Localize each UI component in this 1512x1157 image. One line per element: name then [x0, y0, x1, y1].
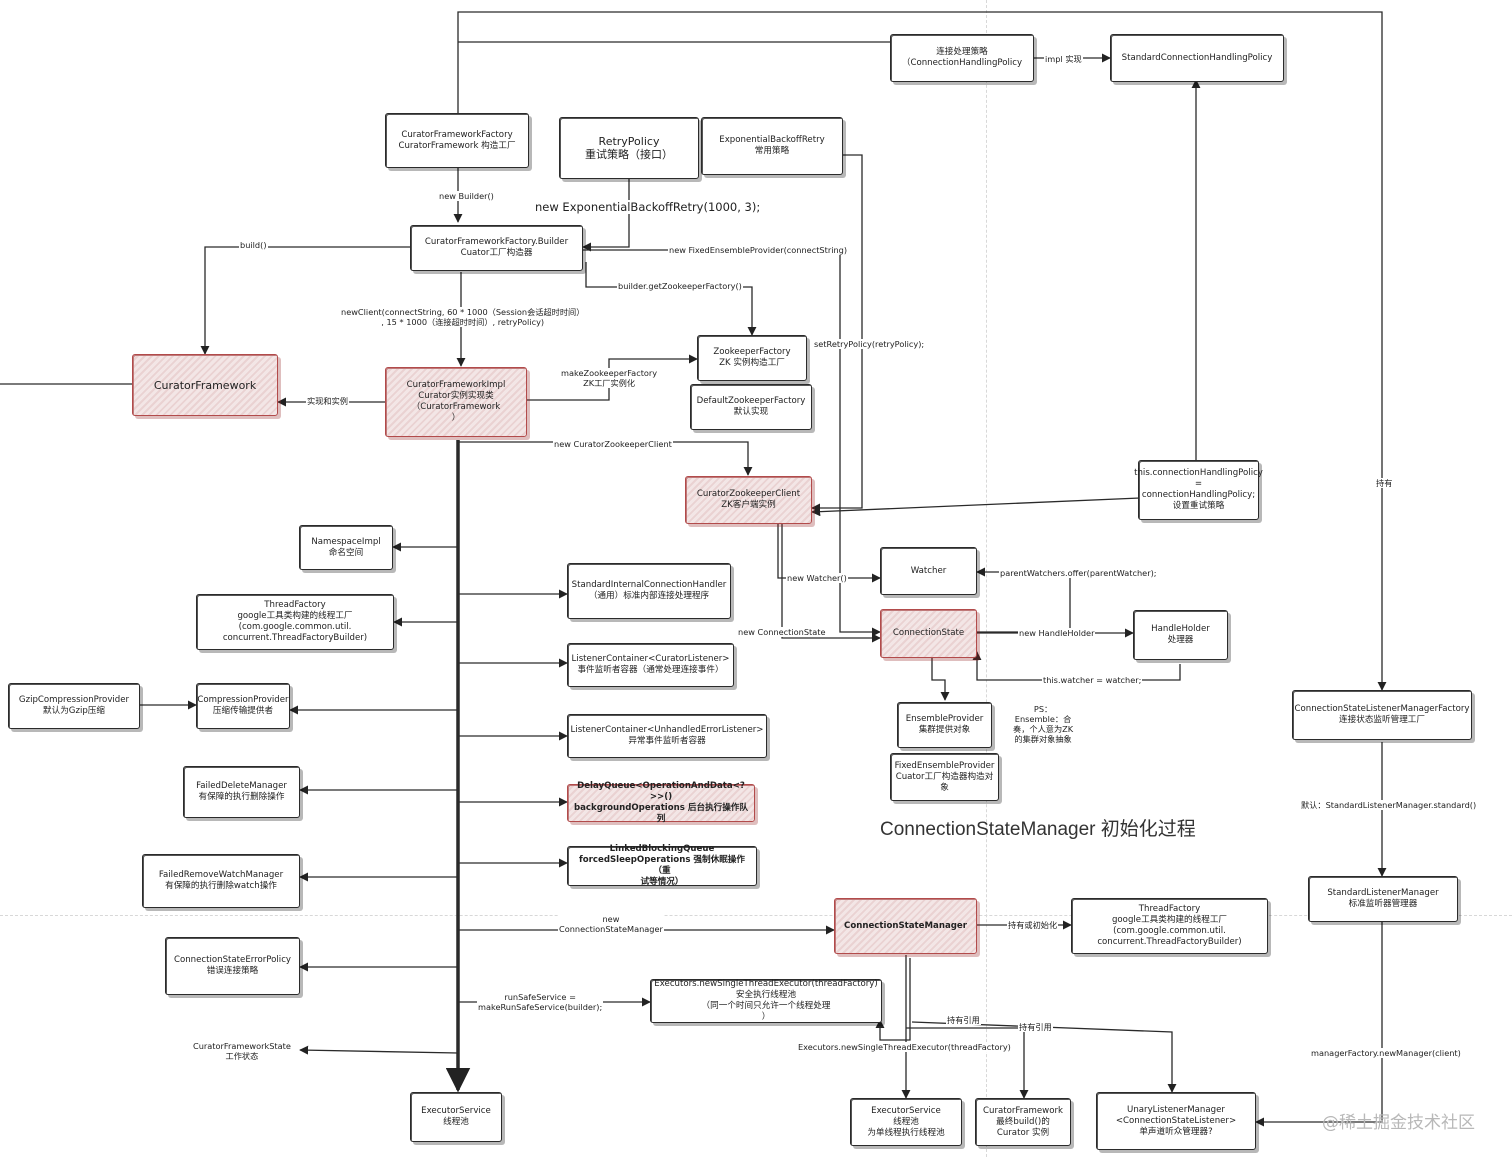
label-impl: impl 实现 — [1044, 54, 1083, 64]
curator-zookeeper-client-box: CuratorZookeeperClient ZK客户端实例 — [685, 476, 812, 524]
wire-std-unary — [1255, 922, 1383, 1127]
wire-csm-hold-1 — [906, 1027, 1029, 1099]
label-new-csm: new ConnectionStateManager — [558, 914, 664, 934]
std-conn-handling-policy-box: StandardConnectionHandlingPolicy — [1110, 34, 1284, 82]
label-hold-ref-1: 持有引用 — [946, 1015, 981, 1025]
guide-line-vertical — [986, 0, 987, 1157]
curator-framework-box: CuratorFramework — [132, 354, 278, 416]
curator-factory-box: CuratorFrameworkFactory CuratorFramework… — [385, 113, 529, 168]
wire-to-cf-state — [299, 1045, 459, 1055]
guide-line-horizontal — [0, 915, 1512, 916]
delay-queue-box: DelayQueue<OperationAndData<?>>() backgr… — [567, 781, 755, 824]
handle-holder-box: HandleHolder 处理器 — [1133, 610, 1228, 660]
gzip-compression-box: GzipCompressionProvider 默认为Gzip压缩 — [8, 683, 140, 729]
wire-build — [200, 246, 410, 355]
label-ps-note: PS： Ensemble：合 奏，个人意为ZK 的集群对象抽象 — [1013, 704, 1074, 744]
wire-new-watcher — [777, 518, 881, 583]
wire-set-retry — [811, 154, 863, 513]
label-impl-instance: 实现和实例 — [306, 396, 349, 406]
label-make-zk-factory: makeZookeeperFactory ZK工厂实例化 — [560, 368, 659, 388]
diagram-heading: ConnectionStateManager 初始化过程 — [880, 819, 1196, 840]
label-new-builder: new Builder() — [438, 191, 495, 201]
failed-delete-manager-box: FailedDeleteManager 有保障的执行删除操作 — [183, 766, 300, 818]
unhandled-error-container-box: ListenerContainer<UnhandledErrorListener… — [567, 714, 767, 758]
connection-state-box: ConnectionState — [880, 609, 977, 658]
conn-state-error-policy-box: ConnectionStateErrorPolicy 错误连接策略 — [165, 937, 300, 995]
exponential-backoff-box: ExponentialBackoffRetry 常用策略 — [701, 117, 843, 175]
label-default-std: 默认：StandardListenerManager.standard() — [1300, 800, 1478, 810]
label-manager-factory: managerFactory.newManager(client) — [1310, 1048, 1462, 1058]
fixed-ensemble-provider-box: FixedEnsembleProvider Cuator工厂构造器构造对 象 — [890, 753, 999, 801]
label-new-single-exec: Executors.newSingleThreadExecutor(thread… — [797, 1042, 1012, 1052]
label-hold: 持有 — [1375, 478, 1394, 488]
cslm-factory-box: ConnectionStateListenerManagerFactory 连接… — [1292, 690, 1472, 740]
label-run-safe: runSafeService = makeRunSafeService(buil… — [477, 992, 604, 1012]
thread-factory-box-2: ThreadFactory google工具类构建的线程工厂 (com.goog… — [1071, 898, 1268, 954]
builder-box: CuratorFrameworkFactory.Builder Cuator工厂… — [410, 225, 583, 271]
curator-framework-impl-box: CuratorFrameworkImpl Curator实例实现类 （Curat… — [385, 367, 527, 437]
label-new-handle-holder: new HandleHolder — [1018, 628, 1096, 638]
std-internal-handler-box: StandardInternalConnectionHandler （通用）标准… — [567, 563, 731, 619]
label-hold-ref-2: 持有引用 — [1018, 1022, 1053, 1032]
label-hold-or-init: 持有或初始化 — [1007, 920, 1059, 930]
listener-container-box: ListenerContainer<CuratorListener> 事件监听者… — [567, 643, 734, 687]
label-build: build() — [239, 240, 268, 250]
zookeeper-factory-box: ZookeeperFactory ZK 实例构造工厂 — [697, 335, 807, 381]
failed-remove-watch-box: FailedRemoveWatchManager 有保障的执行删除watch操作 — [142, 854, 300, 908]
label-set-retry: setRetryPolicy(retryPolicy); — [813, 339, 926, 349]
label-new-exp-backoff: new ExponentialBackoffRetry(1000, 3); — [534, 200, 762, 214]
label-new-conn-state: new ConnectionState — [737, 627, 827, 637]
single-thread-executor-box: Executors.newSingleThreadExecutor(thread… — [650, 979, 882, 1023]
wire-parent-watchers — [976, 567, 1071, 633]
label-new-client: newClient(connectString, 60 * 1000（Sessi… — [340, 307, 586, 327]
wire-csm-hold-2 — [911, 1021, 1177, 1093]
label-this-watcher: this.watcher = watcher; — [1042, 675, 1143, 685]
label-new-czk-client: new CuratorZookeeperClient — [553, 439, 673, 449]
namespace-impl-box: NamespaceImpl 命名空间 — [299, 525, 393, 570]
retry-policy-box: RetryPolicy 重试策略（接口） — [559, 117, 699, 179]
default-zookeeper-factory-box: DefaultZookeeperFactory 默认实现 — [690, 384, 812, 430]
wire-builder-zk — [585, 262, 757, 336]
label-cf-state: CuratorFrameworkState 工作状态 — [193, 1041, 291, 1061]
thread-factory-box-1: ThreadFactory google工具类构建的线程工厂 (com.goog… — [196, 594, 394, 650]
linked-blocking-queue-box: LinkedBlockingQueue forcedSleepOperation… — [567, 844, 757, 887]
executor-service-bottom-box: ExecutorService 线程池 为单线程执行线程池 — [850, 1098, 962, 1146]
curator-instance-box: CuratorFramework 最终build()的 Curator 实例 — [975, 1098, 1071, 1146]
unary-listener-manager-box: UnaryListenerManager <ConnectionStateLis… — [1096, 1092, 1256, 1150]
label-parent-watchers: parentWatchers.offer(parentWatcher); — [999, 568, 1158, 578]
label-new-fixed-ensemble: new FixedEnsembleProvider(connectString) — [668, 245, 849, 255]
label-new-watcher: new Watcher() — [786, 573, 848, 583]
compression-provider-box: CompressionProvider 压缩传输提供者 — [196, 683, 290, 729]
standard-listener-manager-box: StandardListenerManager 标准监听器管理器 — [1308, 876, 1458, 922]
wire-csm-single-exec — [875, 958, 911, 1041]
watermark: @稀土掘金技术社区 — [1322, 1113, 1475, 1133]
watcher-box: Watcher — [880, 547, 977, 595]
conn-policy-assign-box: this.connectionHandlingPolicy = connecti… — [1134, 460, 1263, 520]
connection-state-manager-box: ConnectionStateManager — [834, 898, 977, 954]
ensemble-provider-box: EnsembleProvider 集群提供对象 — [897, 702, 992, 748]
wire-ensemble — [931, 658, 950, 701]
label-builder-get-zk: builder.getZookeeperFactory() — [617, 281, 743, 291]
conn-handling-policy-box: 连接处理策略 （ConnectionHandlingPolicy — [890, 34, 1034, 82]
wire-conn-assign — [811, 497, 1141, 517]
executor-service-left-box: ExecutorService 线程池 — [410, 1092, 502, 1142]
